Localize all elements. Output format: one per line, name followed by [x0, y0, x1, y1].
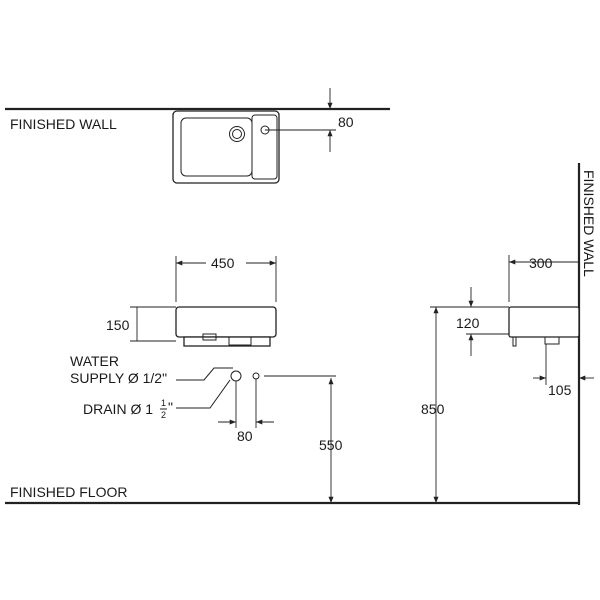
plan-view: FINISHED WALL 80: [5, 88, 390, 184]
drain-leader: [176, 379, 231, 409]
front-view: 450 150 80 WATER SUPPLY Ø 1/2" DRAIN Ø 1…: [70, 255, 343, 503]
basin-front-base: [183, 336, 271, 347]
front-bottle-trap: [228, 336, 252, 346]
water-supply-pipe-symbol: [230, 370, 242, 382]
basin-plan-outline: [172, 110, 280, 184]
water-supply-leader: [176, 367, 233, 381]
pipe-spacing-dimension: 80: [237, 428, 253, 444]
finished-floor-label: FINISHED FLOOR: [10, 484, 127, 500]
side-waste-pipe: [512, 336, 517, 347]
drain-fraction-numerator: 1: [161, 398, 166, 408]
water-supply-label-line1: WATER: [70, 353, 119, 369]
drain-label-suffix: ": [168, 399, 173, 415]
side-drain-offset-dimension: 105: [548, 382, 572, 398]
pipe-height-dimension: 550: [319, 437, 343, 453]
basin-plan-deck: [251, 114, 278, 180]
front-width-dimension: 450: [211, 255, 235, 271]
finished-wall-label-side: FINISHED WALL: [581, 170, 597, 277]
side-depth-dimension: 300: [529, 255, 553, 271]
rim-height-dimension: 850: [421, 401, 445, 417]
plan-drain-outer: [229, 126, 245, 142]
finished-wall-label-top: FINISHED WALL: [10, 116, 117, 132]
basin-side-body: [508, 306, 580, 338]
drain-pipe-symbol: [252, 372, 260, 380]
side-thickness-dimension: 120: [456, 315, 480, 331]
basin-front-body: [175, 306, 277, 338]
water-supply-label-line2: SUPPLY Ø 1/2": [70, 370, 167, 386]
front-waste-fitting: [202, 333, 217, 341]
drain-fraction-denominator: 2: [161, 410, 166, 420]
drain-label: DRAIN Ø 1: [83, 401, 153, 417]
front-height-dimension: 150: [106, 317, 130, 333]
plan-offset-dimension: 80: [338, 114, 354, 130]
side-view: FINISHED WALL 300 120 105 850: [421, 163, 597, 505]
side-trap: [544, 336, 560, 345]
plan-drain-inner: [232, 129, 242, 139]
